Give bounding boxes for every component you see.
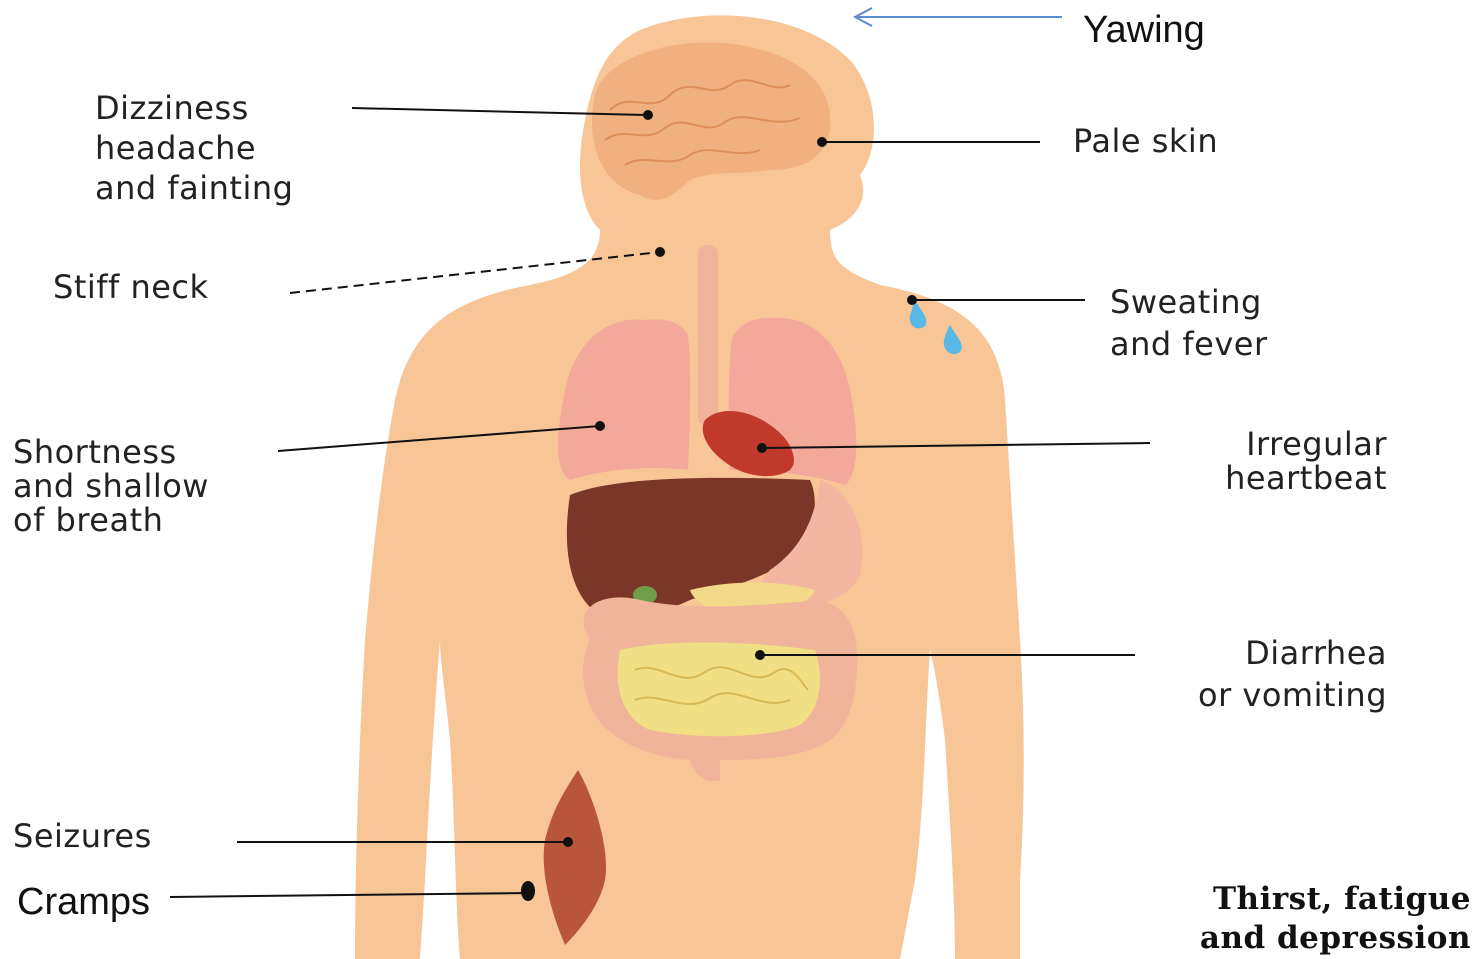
label-cramps: Cramps [17,882,150,922]
label-shortness: Shortness and shallow of breath [13,435,209,537]
label-sweating: Sweating and fever [1110,281,1268,365]
yawing-arrow-icon [855,8,1062,26]
small-intestine [618,643,820,737]
label-diarrhea: Diarrhea or vomiting [1198,632,1387,716]
label-seizures: Seizures [13,819,152,853]
esophagus [698,245,718,425]
label-thirst: Thirst, fatigue and depression [1200,880,1471,958]
label-stiff-neck: Stiff neck [53,270,209,304]
label-dizziness: Dizziness headache and fainting [95,88,293,208]
label-pale-skin: Pale skin [1073,124,1218,158]
label-yawing: Yawing [1083,10,1205,50]
label-irregular: Irregular heartbeat [1225,427,1387,495]
